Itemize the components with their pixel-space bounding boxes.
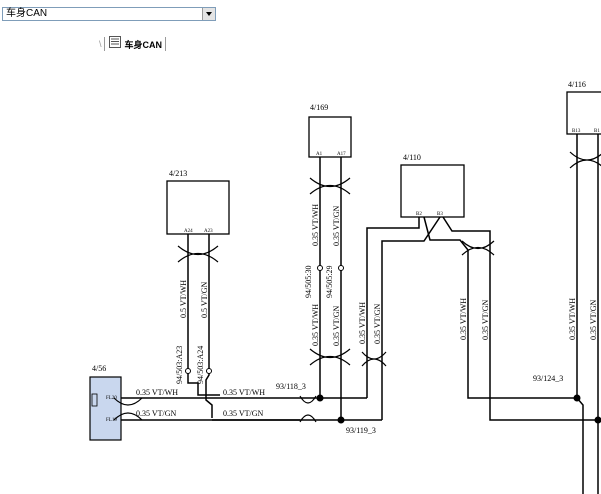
splice-label: 93/124_3	[533, 374, 563, 383]
pin-label: FL20	[106, 396, 117, 401]
splice-labels: 94/505:30 94/505:29 94/503:A23 94/503:A2…	[175, 266, 563, 435]
component-label: 4/169	[310, 103, 328, 112]
pin-label: B1	[594, 129, 600, 134]
diagram-selector[interactable]: 车身CAN	[2, 7, 216, 21]
wire-label: 0.35 VT/WH	[311, 304, 320, 346]
splice-label: 94/503:A24	[196, 346, 205, 384]
component-4-116[interactable]: 4/116 B13 B1	[566, 80, 601, 135]
wire-label: 0.35 VT/GN	[223, 409, 264, 418]
pin-label: A17	[337, 152, 346, 157]
wire-label: 0.35 VT/WH	[136, 388, 178, 397]
wire-paths	[121, 134, 599, 494]
tab-label: 车身CAN	[124, 39, 163, 50]
wire-label: 0.5 VT/WH	[179, 280, 188, 318]
splice-label: 93/119_3	[346, 426, 376, 435]
pin-label: A1	[316, 152, 323, 157]
wire-label: 0.35 VT/GN	[481, 299, 490, 340]
pin-label: B3	[437, 212, 443, 217]
tab-divider-right	[165, 37, 167, 51]
splice-label: 93/118_3	[276, 382, 306, 391]
component-4-110[interactable]: 4/110 B2 B3	[400, 153, 465, 218]
pin-label: FL19	[106, 418, 117, 423]
dropdown-arrow-icon[interactable]	[202, 8, 215, 20]
component-4-213[interactable]: 4/213 A24 A23	[166, 169, 230, 235]
component-label: 4/116	[568, 80, 586, 89]
connector-4-56[interactable]: 4/56 FL20 FL19	[89, 364, 122, 441]
pin-label: B2	[416, 212, 422, 217]
component-label: 4/110	[403, 153, 421, 162]
wire-label: 0.35 VT/GN	[332, 305, 341, 346]
wire-label: 0.5 VT/GN	[200, 281, 209, 318]
splice-label: 94/505:30	[304, 266, 313, 298]
twist-symbols	[113, 151, 601, 423]
document-list-icon	[108, 35, 121, 53]
splice-dots	[185, 265, 601, 424]
diagram-selector-value: 车身CAN	[6, 8, 48, 19]
pin-label: A24	[184, 229, 193, 234]
wire-label: 0.35 VT/WH	[568, 298, 577, 340]
wire-label: 0.35 VT/WH	[358, 302, 367, 344]
tab-left-mark: \	[99, 39, 102, 49]
component-label: 4/56	[92, 364, 106, 373]
wire-labels: 0.5 VT/WH 0.5 VT/GN 0.35 VT/WH 0.35 VT/G…	[136, 204, 598, 418]
wire-label: 0.35 VT/GN	[136, 409, 177, 418]
tab-divider-left	[103, 37, 105, 51]
splice-label: 94/505:29	[325, 266, 334, 298]
component-label: 4/213	[169, 169, 187, 178]
pin-label: A23	[204, 229, 213, 234]
wire-label: 0.35 VT/WH	[311, 204, 320, 246]
splice-label: 94/503:A23	[175, 346, 184, 384]
wire-label: 0.35 VT/WH	[459, 298, 468, 340]
pin-label: B13	[572, 129, 581, 134]
component-4-169[interactable]: 4/169 A1 A17	[308, 103, 352, 158]
diagram-tab[interactable]: \ 车身CAN	[99, 35, 167, 53]
wire-label: 0.35 VT/GN	[373, 303, 382, 344]
wire-label: 0.35 VT/GN	[589, 299, 598, 340]
wire-label: 0.35 VT/GN	[332, 205, 341, 246]
wire-label: 0.35 VT/WH	[223, 388, 265, 397]
